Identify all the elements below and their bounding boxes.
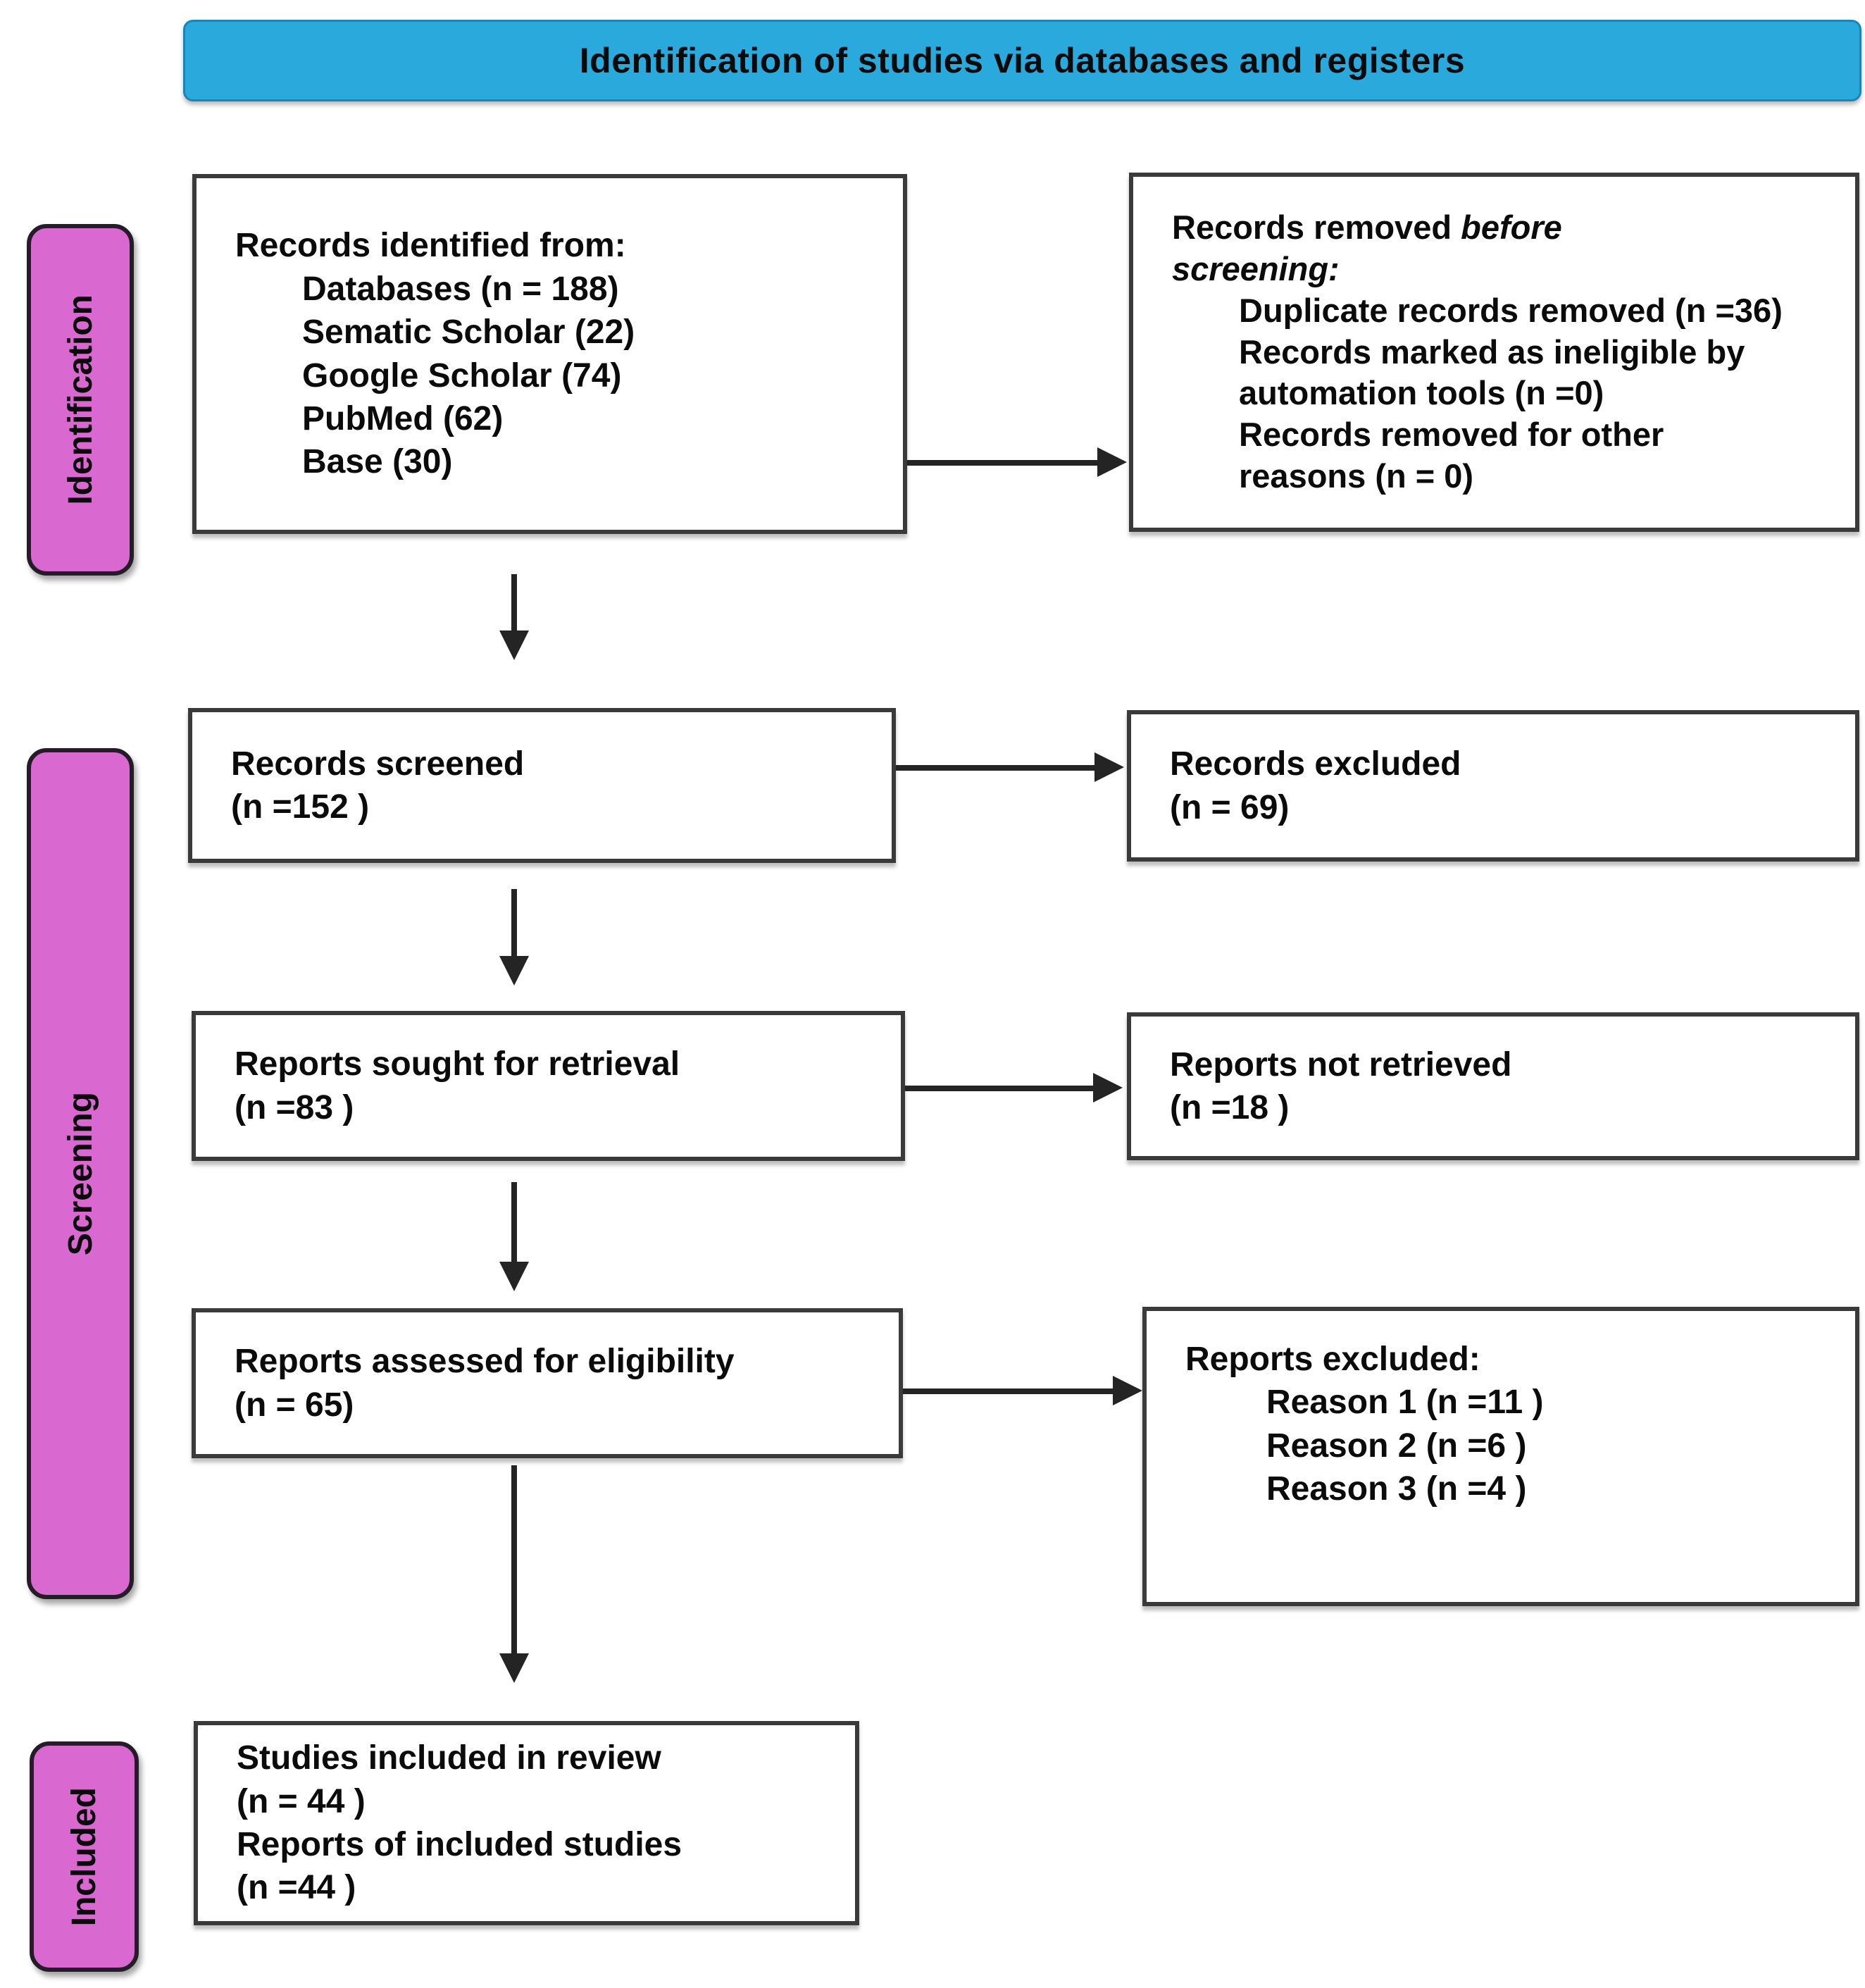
box-line: Reports assessed for eligibility (235, 1343, 735, 1381)
box-line: (n =152 ) (231, 788, 370, 826)
box-title: Reports excluded: (1185, 1341, 1480, 1378)
arrow-line (511, 1465, 517, 1657)
arrow-head-right-icon (1093, 1073, 1123, 1102)
box-title-plain: Records removed (1172, 209, 1461, 247)
arrow-head-down-icon (499, 956, 529, 986)
stage-label-included-text: Included (66, 1787, 103, 1927)
arrow-head-down-icon (499, 630, 529, 660)
arrow-head-down-icon (499, 1653, 529, 1683)
arrow-line (907, 460, 1102, 466)
box-title-italic: before (1461, 209, 1562, 247)
box-studies-included: Studies included in review (n = 44 ) Rep… (194, 1721, 859, 1925)
box-records-identified: Records identified from: Databases (n = … (192, 174, 907, 534)
stage-label-identification-text: Identification (61, 294, 99, 505)
box-line: Records screened (231, 745, 525, 783)
box-line: (n =18 ) (1170, 1089, 1290, 1126)
box-list-item: Google Scholar (74) (302, 356, 622, 395)
arrow-line (511, 1182, 517, 1265)
box-line: Reports not retrieved (1170, 1045, 1512, 1083)
box-list-item: PubMed (62) (302, 399, 504, 437)
box-reports-not-retrieved: Reports not retrieved (n =18 ) (1127, 1012, 1859, 1160)
arrow-line (896, 765, 1099, 771)
box-line: Reports of included studies (237, 1826, 682, 1863)
box-list-item: Reason 1 (n =11 ) (1266, 1384, 1544, 1422)
stage-label-screening: Screening (27, 748, 134, 1599)
arrow-line (511, 889, 517, 959)
box-list-item: Records removed for other reasons (n = 0… (1239, 416, 1664, 495)
box-line: (n =44 ) (237, 1869, 356, 1907)
box-records-removed: Records removed before screening: Duplica… (1129, 173, 1859, 532)
box-line: Reports sought for retrieval (235, 1045, 680, 1083)
stage-label-included: Included (30, 1741, 139, 1972)
box-list-item: Databases (n = 188) (302, 270, 619, 308)
arrow-head-right-icon (1113, 1376, 1142, 1405)
box-list-item: Reason 2 (n =6 ) (1266, 1427, 1527, 1465)
banner: Identification of studies via databases … (183, 20, 1861, 101)
box-title: Records identified from: (235, 227, 626, 265)
box-line: (n = 65) (235, 1386, 354, 1424)
box-title-italic: screening: (1172, 250, 1340, 288)
box-list-item: Reason 3 (n =4 ) (1266, 1470, 1527, 1508)
box-line: Studies included in review (237, 1739, 661, 1777)
box-title: Records removed before screening: (1172, 207, 1792, 290)
box-list-item: Duplicate records removed (n =36) (1239, 291, 1783, 329)
box-line: (n =83 ) (235, 1088, 354, 1126)
arrow-head-right-icon (1094, 752, 1124, 782)
stage-label-identification: Identification (27, 224, 134, 576)
arrow-line (903, 1389, 1117, 1394)
box-list-item: Records marked as ineligible by automati… (1239, 333, 1745, 412)
box-reports-assessed: Reports assessed for eligibility (n = 65… (192, 1308, 903, 1458)
arrow-line (511, 574, 517, 634)
box-records-excluded: Records excluded (n = 69) (1127, 710, 1859, 862)
banner-title: Identification of studies via databases … (579, 41, 1466, 80)
box-line: (n = 69) (1170, 788, 1290, 826)
box-line: Records excluded (1170, 745, 1461, 783)
box-reports-excluded: Reports excluded: Reason 1 (n =11 ) Reas… (1142, 1307, 1859, 1606)
arrow-head-down-icon (499, 1262, 529, 1291)
box-line: (n = 44 ) (237, 1782, 366, 1820)
box-reports-sought: Reports sought for retrieval (n =83 ) (192, 1011, 905, 1161)
box-list-item: Sematic Scholar (22) (302, 313, 635, 352)
arrow-line (905, 1086, 1097, 1091)
arrow-head-right-icon (1097, 447, 1127, 477)
stage-label-screening-text: Screening (61, 1091, 99, 1256)
box-list-item: Base (30) (302, 443, 453, 481)
box-records-screened: Records screened (n =152 ) (188, 708, 896, 863)
